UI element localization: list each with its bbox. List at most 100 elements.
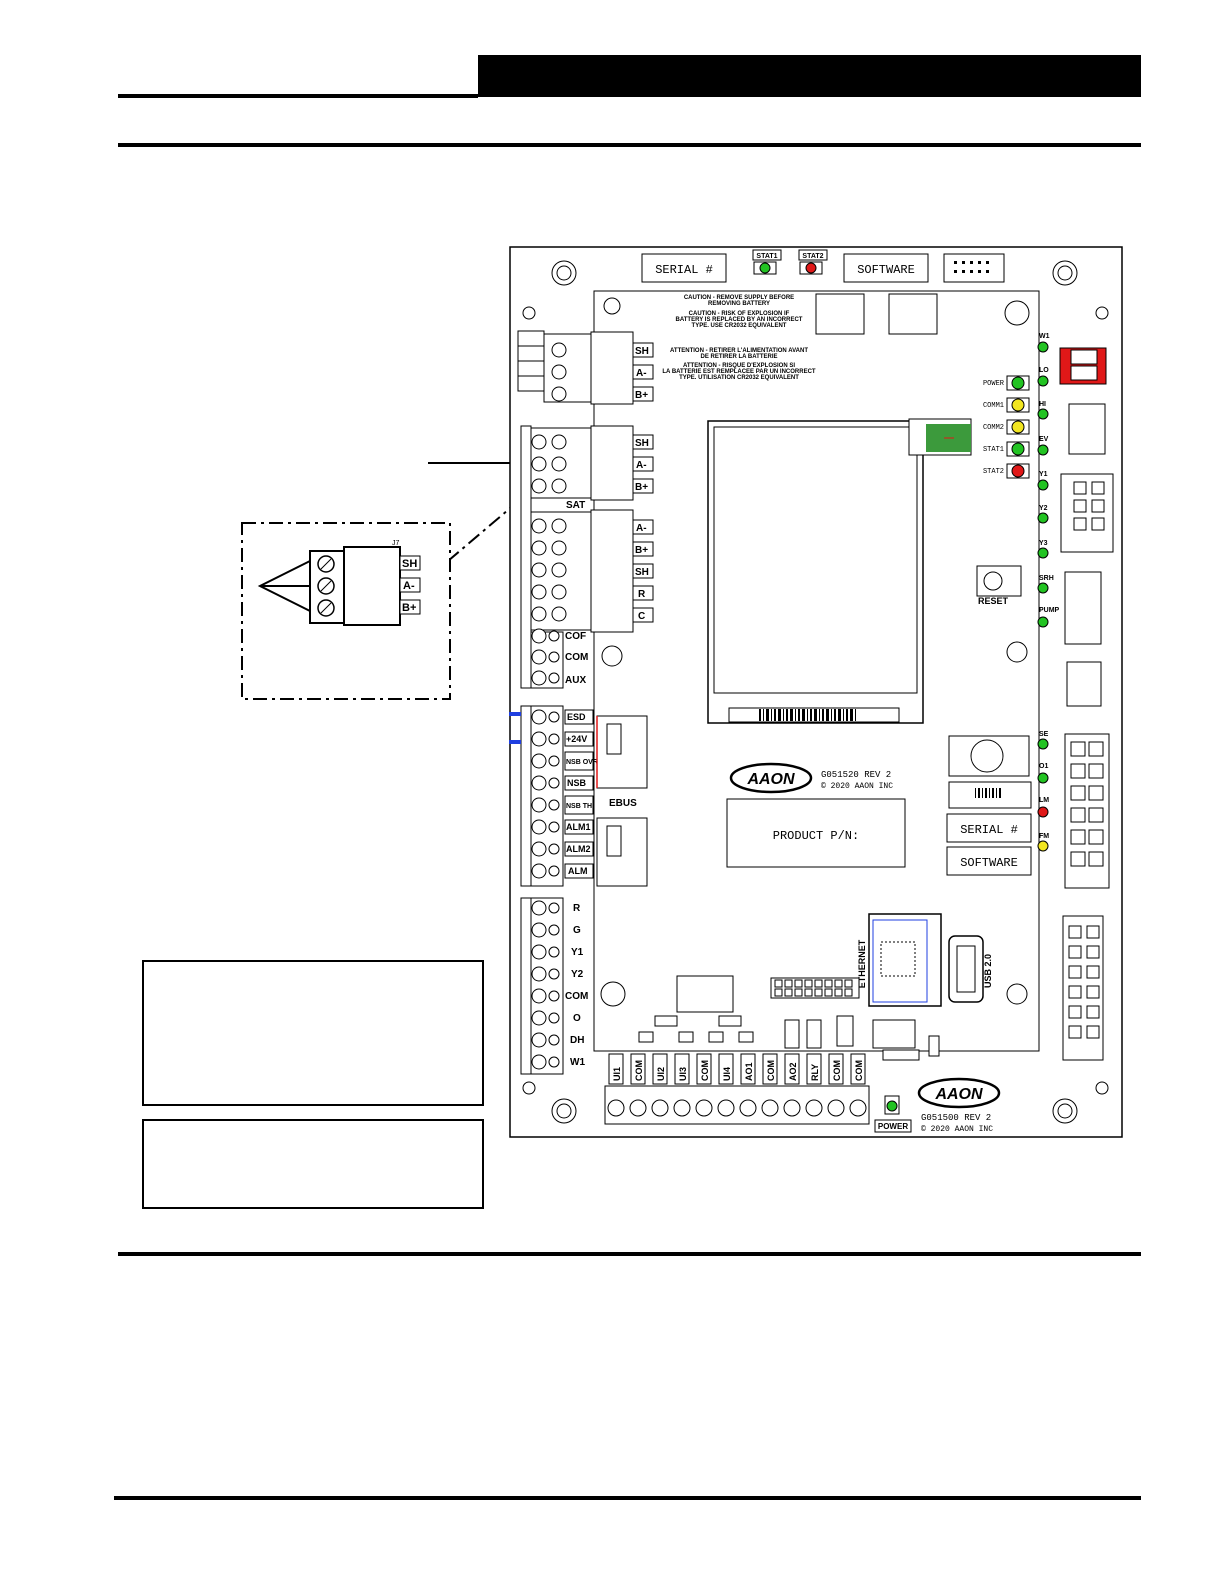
right-output-labels: W1 LO HI EV Y1 Y2 Y3 SRH PUMP SE O1 LM F… <box>1039 333 1060 840</box>
battery <box>970 739 1004 773</box>
j7-plug <box>590 425 634 501</box>
h8-screws <box>531 709 560 879</box>
svg-text:STAT2: STAT2 <box>983 468 1004 476</box>
stat1-top-led <box>759 262 771 274</box>
aux-screws <box>531 628 560 686</box>
svg-text:AO2: AO2 <box>788 1062 798 1081</box>
display-screen <box>713 426 918 694</box>
svg-text:NSB: NSB <box>567 778 587 788</box>
h8-strip <box>520 705 532 887</box>
reset-button <box>983 571 1003 591</box>
ebus-jack-1 <box>596 715 648 789</box>
svg-text:SRH: SRH <box>1039 575 1054 582</box>
j7-labels: SH A- B+ <box>632 434 654 494</box>
svg-text:Y3: Y3 <box>1039 540 1048 547</box>
aaon-base-logo-ring <box>917 1077 1001 1109</box>
stat2-top-led <box>805 262 817 274</box>
software-label-top: SOFTWARE <box>857 263 915 277</box>
right-output-leds <box>1037 341 1049 852</box>
svg-text:ALM1: ALM1 <box>566 822 591 832</box>
svg-text:HI: HI <box>1039 401 1046 408</box>
svg-text:Y1: Y1 <box>1039 471 1048 478</box>
rj-jack-1 <box>815 293 865 335</box>
base-rev: G051500 REV 2 <box>921 1113 991 1123</box>
svg-text:COM: COM <box>565 652 588 663</box>
svg-text:COM: COM <box>832 1060 842 1081</box>
header-title-bar <box>478 55 1141 97</box>
aaon-logo-ring <box>729 762 813 794</box>
j5-labels: SH A- B+ <box>632 342 654 402</box>
svg-text:RLY: RLY <box>810 1064 820 1081</box>
svg-text:COM: COM <box>634 1060 644 1081</box>
h7-pins <box>518 345 544 377</box>
svg-text:O1: O1 <box>1039 763 1048 770</box>
svg-text:ALM: ALM <box>568 866 588 876</box>
svg-text:BATTERY IS REPLACED BY AN INCO: BATTERY IS REPLACED BY AN INCORRECT <box>676 317 803 323</box>
rj-jack-2 <box>888 293 938 335</box>
svg-text:COM: COM <box>854 1060 864 1081</box>
module-screw-bottom-right <box>1006 983 1028 1005</box>
inset-terminal-labels: SH A- B+ <box>399 555 421 615</box>
svg-text:A-: A- <box>636 523 647 534</box>
inset-detail: J7 SH A- B+ <box>241 522 451 700</box>
stat1-top-label: STAT1 <box>756 253 777 260</box>
sat-screws <box>531 518 567 622</box>
svg-text:G: G <box>573 925 581 936</box>
svg-text:COM: COM <box>766 1060 776 1081</box>
svg-text:A-: A- <box>636 460 647 471</box>
serial-label-lower: SERIAL # <box>960 823 1018 837</box>
svg-text:B+: B+ <box>635 545 648 556</box>
svg-text:A-: A- <box>403 580 415 592</box>
svg-text:SH: SH <box>402 558 417 570</box>
svg-text:DE RETIRER LA BATTERIE: DE RETIRER LA BATTERIE <box>700 354 777 360</box>
svg-text:COF: COF <box>565 631 586 642</box>
svg-text:STAT1: STAT1 <box>983 446 1004 454</box>
svg-text:POWER: POWER <box>983 380 1005 388</box>
svg-text:LA BATTERIE EST REMPLACEE PAR: LA BATTERIE EST REMPLACEE PAR UN INCORRE… <box>662 369 816 375</box>
ethernet-label: ETHERNET <box>857 939 867 988</box>
svg-text:DH: DH <box>570 1035 584 1046</box>
right-connector-pins <box>1068 481 1105 1039</box>
svg-text:UI2: UI2 <box>656 1067 666 1081</box>
sat-label: SAT <box>566 500 585 511</box>
svg-text:CAUTION - REMOVE SUPPLY BEFORE: CAUTION - REMOVE SUPPLY BEFORE <box>684 295 794 301</box>
header-rule-left <box>118 94 478 98</box>
bottom-components <box>638 1015 940 1061</box>
svg-text:AO1: AO1 <box>744 1062 754 1081</box>
power-label: POWER <box>878 1122 908 1131</box>
svg-text:UI3: UI3 <box>678 1067 688 1081</box>
svg-text:COM: COM <box>700 1060 710 1081</box>
ebus-label: EBUS <box>609 798 637 809</box>
esd-jumper <box>509 712 521 744</box>
svg-text:W1: W1 <box>570 1057 585 1068</box>
svg-text:UI1: UI1 <box>612 1067 622 1081</box>
power-led <box>886 1100 898 1112</box>
j6-pins <box>954 261 989 273</box>
aaon-base-logo: AAON <box>934 1086 983 1103</box>
barcode-label-bars <box>975 788 1001 798</box>
j4-connector <box>676 975 734 1013</box>
note-box-1 <box>142 960 484 1106</box>
h12-labels: R G Y1 Y2 COM O DH W1 <box>565 903 588 1068</box>
bottom-terminal-labels: UI1 COM UI2 UI3 COM UI4 AO1 COM AO2 RLY … <box>612 1060 864 1081</box>
svg-text:SE: SE <box>1039 731 1049 738</box>
svg-text:C: C <box>638 611 645 622</box>
svg-text:A-: A- <box>636 368 647 379</box>
svg-text:B+: B+ <box>635 482 648 493</box>
bottom-terminal-strip <box>604 1085 870 1125</box>
module-screw-bottom-left <box>600 981 626 1007</box>
svg-text:SH: SH <box>635 346 649 357</box>
svg-text:COMM1: COMM1 <box>983 402 1004 410</box>
svg-text:TYPE. USE CR2032 EQUIVALENT: TYPE. USE CR2032 EQUIVALENT <box>692 323 787 329</box>
svg-text:CAUTION - RISK OF EXPLOSION IF: CAUTION - RISK OF EXPLOSION IF <box>689 311 790 317</box>
h8-labels: ESD +24V NSB OVR NSB NSB TH ALM1 ALM2 AL… <box>564 709 598 879</box>
svg-text:Y2: Y2 <box>571 969 584 980</box>
svg-text:Y1: Y1 <box>571 947 584 958</box>
svg-text:B+: B+ <box>402 602 416 614</box>
display-barcode <box>759 709 856 721</box>
section-rule-top <box>118 143 1141 147</box>
top-right-screw <box>1004 300 1030 326</box>
svg-text:B+: B+ <box>635 390 648 401</box>
module-outline <box>593 290 1040 1052</box>
status-leds: POWER COMM1 COMM2 STAT1 STAT2 <box>983 375 1030 479</box>
